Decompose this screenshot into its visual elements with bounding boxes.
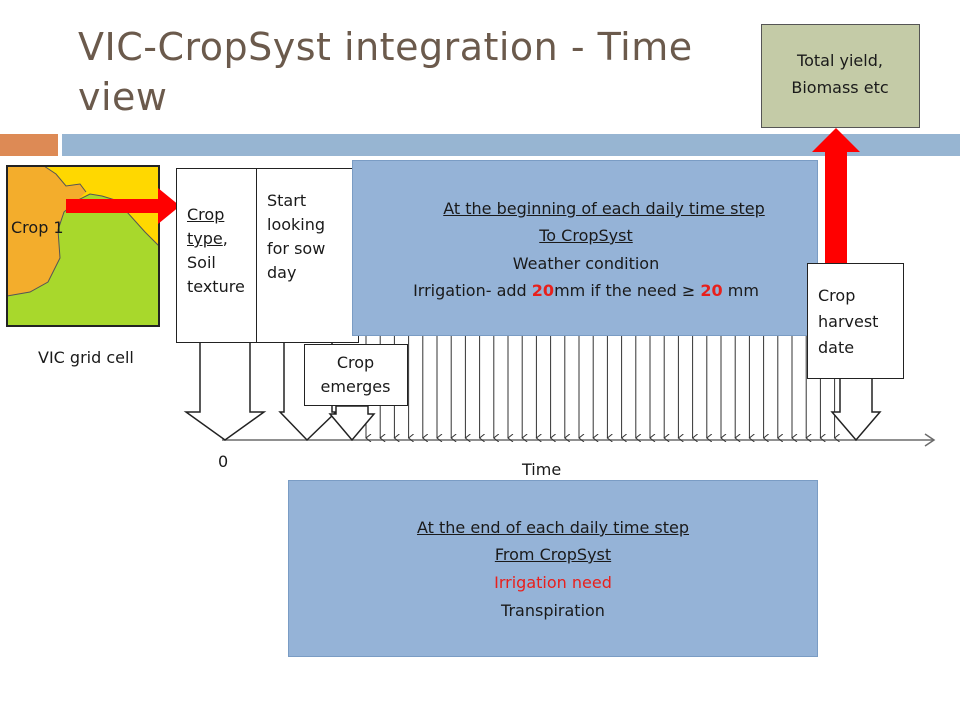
yield-line2: Biomass etc (791, 78, 889, 97)
irr-text-e: mm (722, 281, 759, 300)
red-arrow-to-box (66, 188, 180, 224)
sow-day-line2: looking (267, 215, 326, 234)
crop-type-box: Crop type, Soil texture (176, 168, 260, 343)
crop-type-comma: , (222, 229, 228, 248)
end-irrigation-need: Irrigation need (494, 573, 612, 592)
vic-grid-cell (6, 165, 160, 327)
crop-type-line3: Soil (187, 253, 216, 272)
irr-text-c: mm if the need ≥ (554, 281, 701, 300)
daily-step-arrows (366, 336, 835, 438)
page-title: VIC-CropSyst integration - Time view (78, 25, 693, 119)
sow-day-line1: Start (267, 191, 307, 210)
end-heading: At the end of each daily time step (416, 518, 690, 537)
axis-time-label: Time (522, 460, 562, 479)
accent-bar-blue (62, 134, 960, 156)
time-axis-arrowhead (924, 433, 936, 447)
total-yield-box: Total yield, Biomass etc (761, 24, 920, 128)
begin-weather: Weather condition (512, 254, 660, 273)
block-arrow-crop-type (183, 341, 267, 441)
red-arrow-to-yield (812, 128, 860, 265)
block-arrow-emerges (328, 405, 376, 442)
grid-cell-caption: VIC grid cell (38, 348, 134, 367)
crop-type-line4: texture (187, 277, 245, 296)
begin-step-panel: At the beginning of each daily time step… (352, 160, 818, 336)
crop-type-line1: Crop (187, 205, 225, 224)
begin-heading: At the beginning of each daily time step (443, 199, 765, 218)
sow-day-box: Start looking for sow day (256, 168, 359, 343)
end-step-panel: At the end of each daily time step From … (288, 480, 818, 657)
harvest-line1: Crop (818, 286, 856, 305)
begin-irrigation: Irrigation- add 20mm if the need ≥ 20 mm (353, 279, 819, 303)
crop-harvest-box: Crop harvest date (807, 263, 904, 379)
emerges-line2: emerges (320, 377, 391, 396)
harvest-line3: date (818, 338, 855, 357)
crop-type-line2-wrap: type, (187, 227, 228, 251)
irr-amount: 20 (531, 281, 555, 300)
end-sub: From CropSyst (494, 545, 612, 564)
sow-day-line4: day (267, 263, 297, 282)
crop-emerges-box: Crop emerges (304, 344, 408, 406)
accent-bar-orange (0, 134, 58, 156)
harvest-line2: harvest (818, 312, 879, 331)
irr-text-a: Irrigation- add (413, 281, 532, 300)
end-transpiration: Transpiration (501, 601, 605, 620)
sow-day-line3: for sow (267, 239, 326, 258)
yield-line1: Total yield, (797, 51, 883, 70)
irr-threshold: 20 (700, 281, 723, 300)
emerges-line1: Crop (336, 353, 375, 372)
axis-origin-label: 0 (218, 452, 229, 471)
crop-1-label: Crop 1 (11, 218, 64, 237)
block-arrow-harvest (830, 377, 882, 442)
begin-sub: To CropSyst (539, 226, 633, 245)
crop-type-line2: type (187, 229, 223, 248)
